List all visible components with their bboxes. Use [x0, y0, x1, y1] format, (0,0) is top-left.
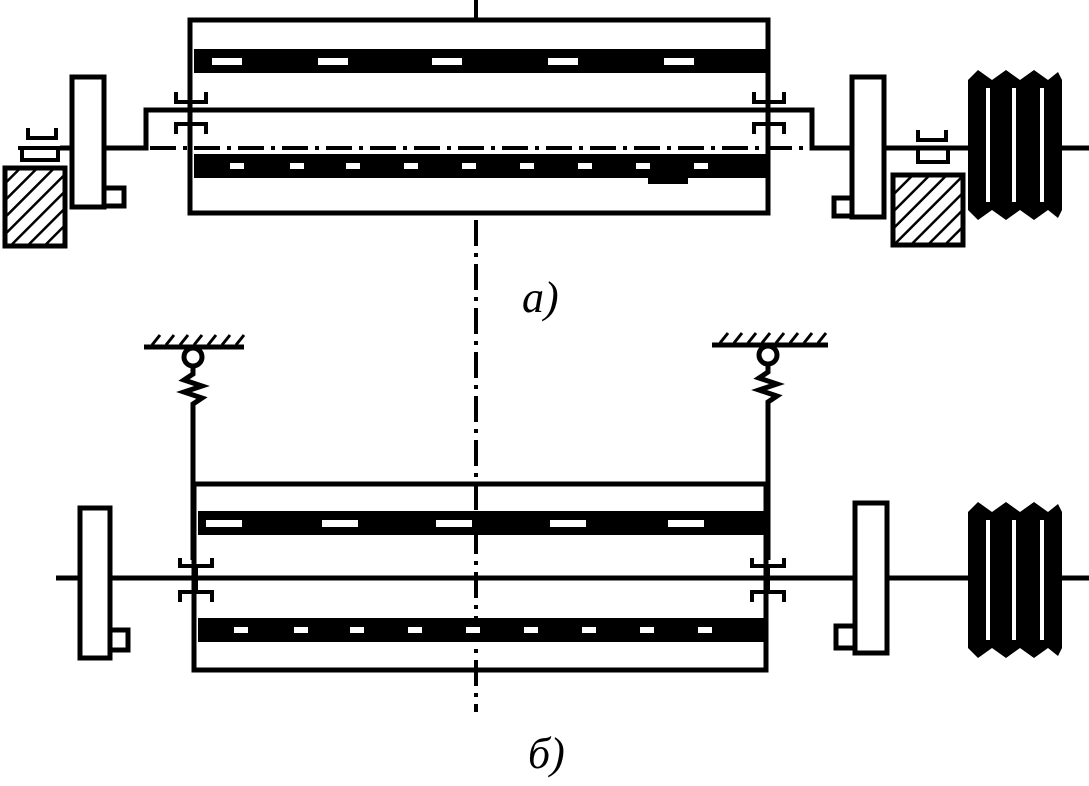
right-coupling-b [750, 558, 786, 602]
left-gear-wheel-a [69, 74, 107, 210]
lower-belt-b [198, 618, 764, 642]
left-coupling-b [178, 558, 214, 602]
left-ceiling-support [144, 334, 246, 560]
caption-b: б) [528, 729, 565, 778]
left-gear-wheel-b [77, 505, 113, 661]
right-support-hatched-a [890, 172, 966, 248]
right-ceiling-support [712, 332, 828, 560]
lower-belt-a [194, 154, 766, 178]
drum-outer-a [187, 17, 771, 216]
figure-b [56, 332, 1089, 673]
grooved-pulley-icon [968, 70, 1062, 220]
left-support-hatched-a [2, 165, 68, 249]
caption-a: а) [522, 273, 559, 322]
left-bearing-a [18, 128, 62, 162]
right-coupling-a [752, 60, 786, 134]
left-coupling-a [174, 60, 208, 134]
right-gear-wheel-a [849, 74, 887, 220]
right-bearing-a [916, 130, 950, 164]
spring-suspension-icon [176, 366, 210, 560]
grooved-pulley-icon-b [968, 502, 1062, 658]
figure-a [2, 17, 1089, 249]
right-gear-wheel-b [852, 500, 890, 656]
